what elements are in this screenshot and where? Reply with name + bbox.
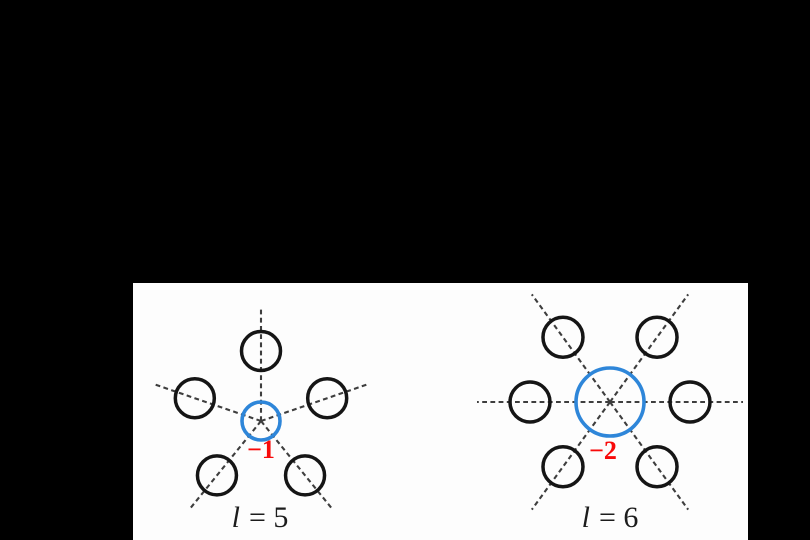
caption-value: = 5 [249, 501, 288, 534]
neighbor-site-circle [635, 315, 679, 360]
lattice-direction-dashed-line [530, 293, 611, 403]
neighbor-site-circle [635, 444, 679, 489]
figure-panel [133, 283, 748, 540]
hexagon-lattice-diagram: −2 l = 6 [477, 293, 743, 534]
pentagon-lattice-defect-charge-label: −1 [247, 435, 275, 464]
caption-symbol: l [232, 501, 240, 534]
neighbor-site-circle [508, 380, 552, 424]
caption-value: = 6 [599, 501, 638, 534]
neighbor-site-circle [541, 444, 585, 489]
neighbor-site-circle [283, 454, 327, 497]
hexagon-lattice-caption: l = 6 [582, 501, 639, 534]
lattice-direction-dashed-line [530, 401, 611, 511]
neighbor-site-circle [239, 329, 283, 373]
neighbor-site-circle [305, 376, 349, 420]
neighbor-site-circle [195, 454, 239, 497]
pentagon-lattice-diagram: −1 l = 5 [154, 309, 368, 534]
hexagon-lattice-defect-charge-label: −2 [589, 436, 617, 465]
lattice-direction-dashed-line [609, 401, 690, 511]
lattice-direction-dashed-line [609, 293, 690, 403]
neighbor-site-circle [173, 376, 217, 420]
pentagon-lattice-caption: l = 5 [232, 501, 289, 534]
caption-symbol: l [582, 501, 590, 534]
defect-center-circle [240, 400, 282, 442]
neighbor-site-circle [541, 315, 585, 360]
neighbor-site-circle [668, 380, 712, 424]
defect-center-circle [574, 366, 646, 438]
